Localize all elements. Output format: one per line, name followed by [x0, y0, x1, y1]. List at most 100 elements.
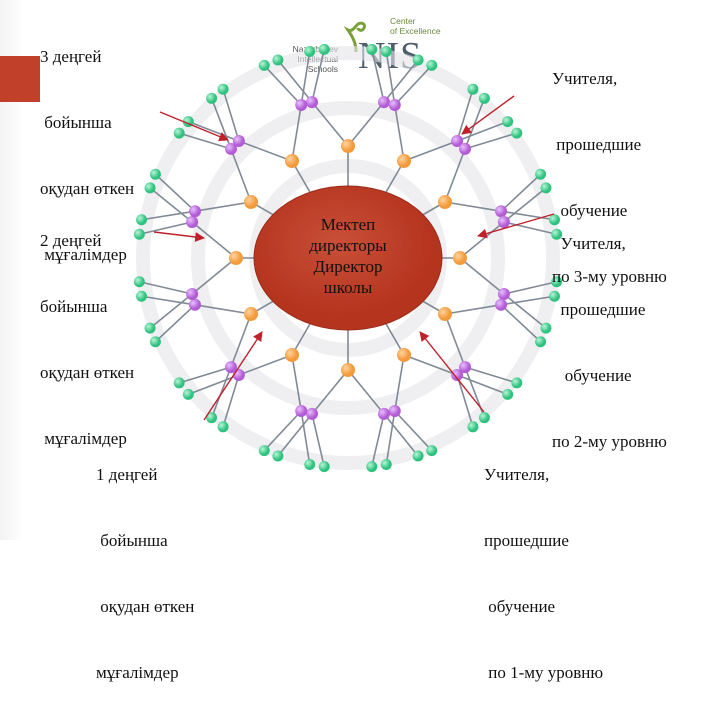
edge [393, 104, 405, 162]
label-level1-ru: Учителя, прошедшие обучение по 1-му уров… [484, 420, 603, 728]
edge [149, 293, 193, 329]
label-line: бойынша [96, 531, 168, 550]
label-line: 1 деңгей [96, 465, 158, 484]
edge [141, 295, 196, 306]
edge [394, 410, 433, 452]
edge [503, 221, 557, 236]
edge [194, 201, 252, 213]
edge [464, 366, 518, 384]
edge [444, 303, 502, 315]
label-line: 2 деңгей [40, 231, 102, 250]
label-level1-kz: 1 деңгей бойынша оқудан өткен мұғалімдер [96, 420, 194, 728]
level2-node [377, 407, 390, 420]
level3-node [258, 445, 270, 457]
level2-node [295, 98, 308, 111]
edge [444, 201, 502, 213]
level3-node [366, 461, 378, 473]
level2-node [388, 98, 401, 111]
level3-node [540, 322, 552, 334]
level2-node [224, 361, 237, 374]
level1-node [341, 139, 355, 153]
level3-node [380, 458, 392, 470]
center-node [253, 185, 443, 331]
edge [459, 257, 505, 295]
edge [385, 410, 396, 465]
edge [464, 132, 518, 150]
label-line: оқудан өткен [40, 179, 135, 198]
level2-node [497, 287, 510, 300]
edge [383, 413, 419, 457]
edge [291, 104, 303, 162]
level3-node [426, 59, 438, 71]
pointer-arrow [153, 231, 205, 242]
edge [500, 304, 542, 343]
level2-node [186, 216, 199, 229]
edge [300, 51, 311, 106]
level3-node [551, 276, 563, 288]
level3-node [467, 421, 479, 433]
edge [500, 210, 555, 221]
pointer-arrow [159, 111, 229, 142]
label-level2-kz: 2 деңгей бойынша оқудан өткен мұғалімдер [40, 186, 134, 494]
level2-node [495, 205, 508, 218]
edge [347, 101, 385, 147]
edge [291, 354, 303, 412]
edge [385, 51, 396, 106]
teacher-network-diagram [133, 43, 563, 473]
edge [456, 374, 474, 428]
level3-node [133, 276, 145, 288]
level2-node [295, 405, 308, 418]
pointer-arrow [461, 95, 515, 135]
label-line: по 2-му уровню [552, 432, 667, 451]
level3-node [548, 290, 560, 302]
center-label: Мектеп директоры Директор школы [256, 214, 440, 298]
level3-node [478, 92, 490, 104]
label-line: Учителя, [552, 234, 626, 253]
edge [149, 187, 193, 223]
edge [263, 410, 302, 452]
level2-node [186, 287, 199, 300]
edge [370, 413, 385, 467]
edge [393, 354, 405, 412]
label-line: мұғалімдер [40, 429, 127, 448]
level3-node [366, 43, 378, 55]
level3-node [535, 168, 547, 180]
edge [300, 410, 311, 465]
edge [403, 140, 458, 162]
level1-node [397, 154, 411, 169]
level3-node [173, 377, 185, 389]
pointer-arrow [203, 331, 263, 421]
level1-node [397, 347, 411, 362]
edge [503, 293, 547, 329]
edge [154, 173, 196, 212]
label-line: прошедшие [552, 300, 646, 319]
level3-node [258, 59, 270, 71]
level1-node [437, 195, 452, 209]
level3-node [380, 46, 392, 58]
level2-node [388, 405, 401, 418]
level2-node [495, 298, 508, 311]
label-line: оқудан өткен [96, 597, 195, 616]
level3-node [272, 54, 284, 66]
edge [464, 98, 486, 150]
background-ring [191, 101, 505, 415]
edge [456, 88, 474, 142]
edge [277, 413, 313, 457]
sprout-icon [343, 21, 366, 53]
level3-node [535, 336, 547, 348]
label-line: бойынша [40, 113, 112, 132]
level3-node [272, 450, 284, 462]
edge [459, 221, 505, 259]
level3-node [149, 336, 161, 348]
level3-node [182, 388, 194, 400]
level3-node [467, 83, 479, 95]
center-line: Директор [313, 257, 383, 276]
edge [503, 280, 557, 295]
level3-node [511, 127, 523, 139]
edge [139, 221, 193, 236]
level1-node [285, 154, 299, 169]
label-line: прошедшие [484, 531, 569, 550]
edge [191, 221, 237, 259]
edge [456, 374, 508, 396]
edge [456, 120, 508, 142]
